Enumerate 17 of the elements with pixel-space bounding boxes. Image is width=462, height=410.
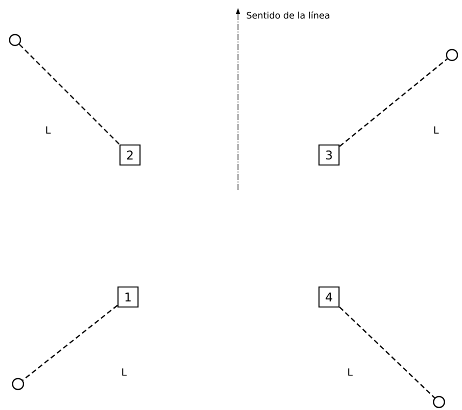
number-box: 4 [318, 286, 340, 308]
empty-circle [12, 378, 24, 390]
empty-circle [432, 396, 446, 408]
line-label: L [46, 126, 51, 134]
dashed-line [339, 306, 436, 398]
line-label: L [348, 368, 353, 376]
dashed-line [22, 304, 118, 381]
line-label: L [434, 126, 439, 134]
number-box: 1 [117, 286, 139, 308]
empty-circle [8, 34, 22, 46]
dashed-line [18, 44, 120, 145]
empty-circle [446, 48, 458, 62]
number-box: 2 [119, 144, 141, 166]
dashed-line [339, 58, 448, 147]
line-label: L [122, 368, 127, 376]
number-box: 3 [318, 144, 340, 166]
direction-label: Sentido de la línea [246, 11, 330, 19]
